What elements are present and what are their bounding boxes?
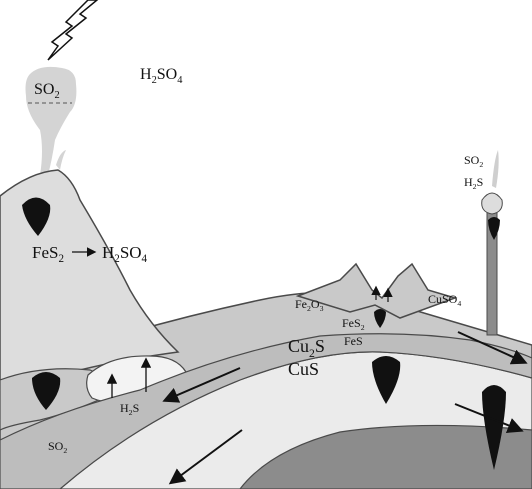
steam-plume	[56, 150, 66, 170]
chimney-cap	[481, 192, 503, 215]
label-so2-chimney: SO2	[464, 153, 483, 169]
chimney-plume	[492, 150, 499, 188]
label-fes2-volcano: FeS2	[32, 243, 64, 265]
magma-drop-center	[372, 356, 401, 404]
magma-drop-lower-left	[32, 372, 61, 410]
label-h2so4-volcano: H2SO4	[102, 243, 148, 265]
label-h2s-chimney: H2S	[464, 175, 483, 191]
magma-drop-right	[482, 385, 506, 470]
label-fes: FeS	[344, 334, 363, 348]
label-fes2-peak: FeS2	[342, 316, 365, 332]
label-so2-cloud: SO2	[34, 81, 60, 101]
lightning-bolt-icon	[47, 0, 99, 61]
label-cus: CuS	[288, 359, 319, 379]
label-h2s-chamber: H2S	[120, 401, 139, 417]
label-cuso4: CuSO4	[428, 292, 461, 308]
label-fe2o3: Fe2O3	[295, 297, 324, 313]
magma-drop-peak	[374, 309, 386, 328]
label-so2-bottom: SO2	[48, 439, 67, 455]
label-cu2s: Cu2S	[288, 336, 325, 360]
flow-arrow-1	[162, 367, 241, 403]
flow-arrow-4	[454, 403, 524, 433]
magma-drop-chimney	[488, 217, 500, 240]
magma-drop-volcano	[22, 197, 51, 236]
mountain-peaks	[295, 262, 458, 319]
label-h2so4-sky: H2SO4	[140, 66, 183, 86]
so2-cloud	[25, 66, 77, 175]
flow-arrow-3	[457, 331, 528, 365]
flow-arrow-2	[168, 429, 243, 485]
